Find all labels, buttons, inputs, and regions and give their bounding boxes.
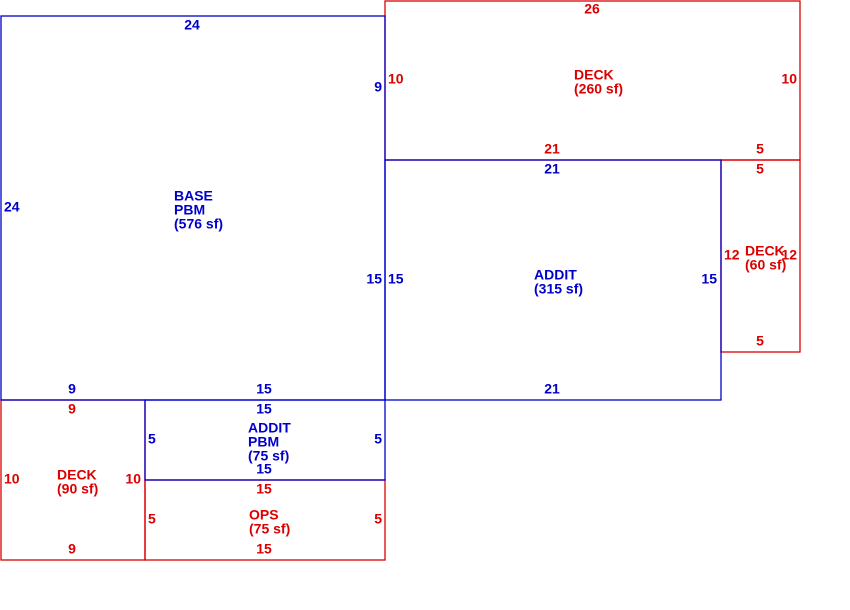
base-pbm-dim-right-lower: 15 [366,271,382,287]
base-pbm-dim-top: 24 [184,17,200,33]
ops-75-area: OPS (75 sf) 15 5 5 15 [148,481,382,557]
addit-pbm-75-label-type: PBM [248,434,279,450]
deck-260-area: DECK (260 sf) 26 10 10 21 5 [388,1,797,157]
addit-315-dim-top: 21 [544,161,560,177]
addit-pbm-75-dim-right: 5 [374,431,382,447]
base-pbm-label-name: BASE [174,188,213,204]
addit-315-dim-left: 15 [388,271,404,287]
addit-pbm-75-label-sf: (75 sf) [248,448,289,464]
deck-260-label-sf: (260 sf) [574,81,623,97]
deck-90-label-name: DECK [57,467,97,483]
base-pbm-dim-bottom-left: 9 [68,381,76,397]
deck-90-dim-bottom: 9 [68,541,76,557]
addit-315-dim-bottom: 21 [544,381,560,397]
deck-260-dim-bottom-left: 21 [544,141,560,157]
addit-315-dim-right: 15 [701,271,717,287]
addit-pbm-75-dim-bottom: 15 [256,461,272,477]
deck-60-label-sf: (60 sf) [745,257,786,273]
deck-90-dim-left: 10 [4,471,20,487]
deck-260-dim-top: 26 [584,1,600,17]
addit-pbm-75-label-name: ADDIT [248,420,291,436]
deck-90-dim-right: 10 [125,471,141,487]
addit-315-label-sf: (315 sf) [534,281,583,297]
ops-75-dim-bottom: 15 [256,541,272,557]
deck-60-dim-bottom: 5 [756,333,764,349]
addit-315-outline [384,159,722,401]
base-pbm-dim-bottom-right: 15 [256,381,272,397]
ops-75-label-sf: (75 sf) [249,521,290,537]
ops-75-dim-top: 15 [256,481,272,497]
deck-260-dim-bottom-right: 5 [756,141,764,157]
deck-260-dim-right: 10 [781,71,797,87]
deck-60-dim-left: 12 [724,247,740,263]
addit-pbm-75-dim-left: 5 [148,431,156,447]
base-pbm-label-sf: (576 sf) [174,216,223,232]
addit-pbm-75-area: ADDIT PBM (75 sf) 15 5 5 15 [148,401,382,477]
base-pbm-dim-left: 24 [4,199,20,215]
deck-60-label-name: DECK [745,243,785,259]
deck-260-label-name: DECK [574,67,614,83]
deck-90-label-sf: (90 sf) [57,481,98,497]
addit-315-label-name: ADDIT [534,267,577,283]
ops-75-label-name: OPS [249,507,279,523]
base-pbm-label-type: PBM [174,202,205,218]
deck-90-area: DECK (90 sf) 9 10 10 9 [4,401,141,557]
deck-90-dim-top: 9 [68,401,76,417]
base-pbm-area: BASE PBM (576 sf) 24 9 15 24 9 15 [4,17,382,397]
ops-75-dim-left: 5 [148,511,156,527]
deck-60-dim-right: 12 [781,247,797,263]
addit-pbm-75-outline [144,399,386,481]
addit-315-area: ADDIT (315 sf) 21 15 15 21 [388,161,717,397]
deck-260-dim-left: 10 [388,71,404,87]
base-pbm-dim-right-upper: 9 [374,79,382,95]
deck-60-dim-top: 5 [756,161,764,177]
ops-75-dim-right: 5 [374,511,382,527]
deck-60-area: 12 DECK (60 sf) 5 12 5 [724,161,797,349]
addit-pbm-75-dim-top: 15 [256,401,272,417]
